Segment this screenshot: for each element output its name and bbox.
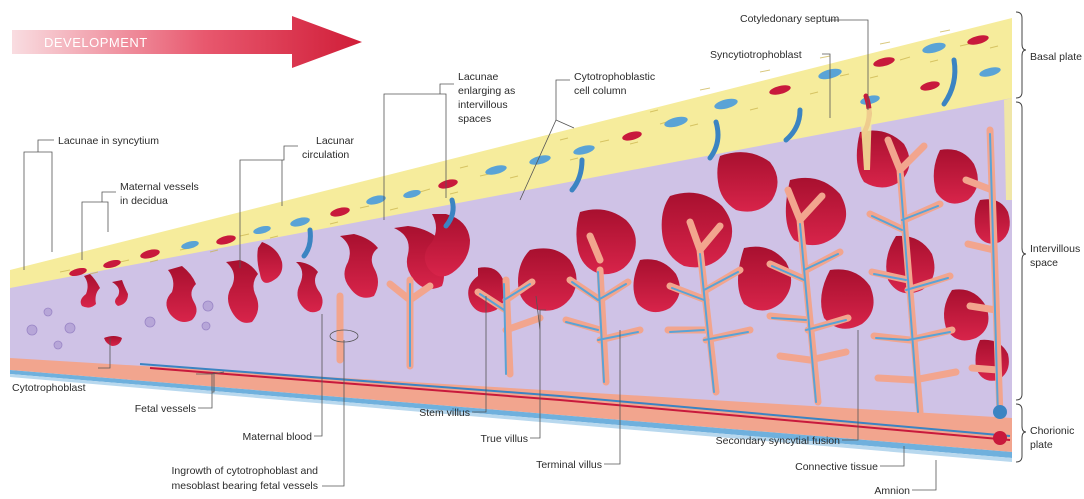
label-amnion: Amnion (874, 485, 910, 497)
label-maternal-vessels-line2: in decidua (120, 195, 168, 207)
label-basal-plate: Basal plate (1030, 51, 1082, 63)
label-intervillous-space-line2: space (1030, 257, 1058, 269)
label-lacunae-enlarging-line3: intervillous (458, 99, 508, 111)
label-syncytiotrophoblast: Syncytiotrophoblast (710, 49, 802, 61)
label-lacunar-circulation-line1: Lacunar (316, 135, 354, 147)
label-chorionic-plate-line2: plate (1030, 439, 1053, 451)
development-label: DEVELOPMENT (44, 35, 148, 50)
label-cell-column-line1: Cytotrophoblastic (574, 71, 655, 83)
label-maternal-blood: Maternal blood (243, 431, 313, 443)
label-cell-column-line2: cell column (574, 85, 627, 97)
label-intervillous-space-line1: Intervillous (1030, 243, 1080, 255)
label-lacunae-enlarging-line1: Lacunae (458, 71, 498, 83)
label-lacunar-circulation-line2: circulation (302, 149, 349, 161)
label-lacunae-enlarging-line2: enlarging as (458, 85, 515, 97)
development-arrow: DEVELOPMENT (12, 16, 362, 68)
label-cotyledonary-septum: Cotyledonary septum (740, 13, 839, 25)
label-secondary-syncytial-fusion: Secondary syncytial fusion (716, 435, 840, 447)
label-lacunae-enlarging-line4: spaces (458, 113, 491, 125)
label-cytotrophoblast: Cytotrophoblast (12, 382, 86, 394)
label-ingrowth-line1: Ingrowth of cytotrophoblast and (171, 465, 318, 477)
label-ingrowth-line2: mesoblast bearing fetal vessels (172, 480, 319, 492)
label-stem-villus: Stem villus (419, 407, 470, 419)
label-chorionic-plate-line1: Chorionic (1030, 425, 1074, 437)
chorionic-vessel-red (993, 431, 1007, 445)
right-brackets (1016, 12, 1026, 462)
chorionic-vessel-blue (993, 405, 1007, 419)
label-lacunae-in-syncytium: Lacunae in syncytium (58, 135, 159, 147)
label-maternal-vessels-line1: Maternal vessels (120, 181, 199, 193)
label-fetal-vessels: Fetal vessels (135, 403, 196, 415)
label-true-villus: True villus (481, 433, 528, 445)
label-connective-tissue: Connective tissue (795, 461, 878, 473)
label-terminal-villus: Terminal villus (536, 459, 602, 471)
